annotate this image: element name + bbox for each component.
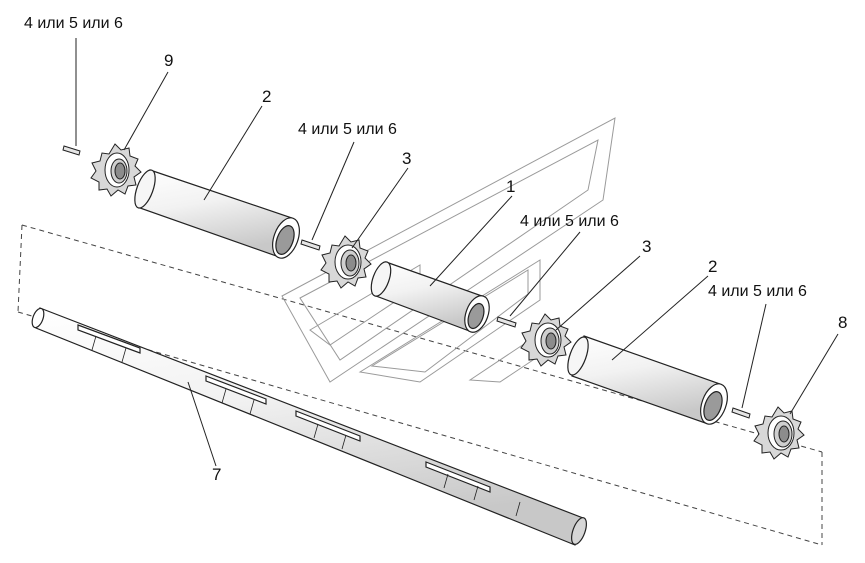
sprocket-3-right [520, 313, 572, 367]
callout-pin-label-right: 4 или 5 или 6 [708, 283, 807, 300]
pins [62, 145, 751, 419]
callout-pin-label-top-left: 4 или 5 или 6 [24, 15, 123, 32]
part-label-8: 8 [838, 313, 848, 332]
part-label-1: 1 [506, 177, 516, 196]
part-label-3-right: 3 [642, 237, 652, 256]
sprocket-3-left [320, 235, 372, 289]
part-label-2-right: 2 [708, 257, 718, 276]
part-label-7: 7 [212, 465, 222, 484]
callout-pin-label-middle: 4 или 5 или 6 [298, 121, 397, 138]
sprocket-8 [753, 406, 805, 460]
shaft [31, 307, 587, 546]
part-label-9: 9 [164, 51, 174, 70]
sprocket-9 [90, 143, 142, 197]
callout-pin-label-right-middle: 4 или 5 или 6 [520, 213, 619, 230]
part-label-3-left: 3 [402, 149, 412, 168]
middle-tube [370, 261, 490, 333]
left-tube [134, 169, 300, 259]
part-label-2-left: 2 [262, 87, 272, 106]
leader-lines [75, 38, 839, 467]
right-tube [567, 335, 728, 425]
